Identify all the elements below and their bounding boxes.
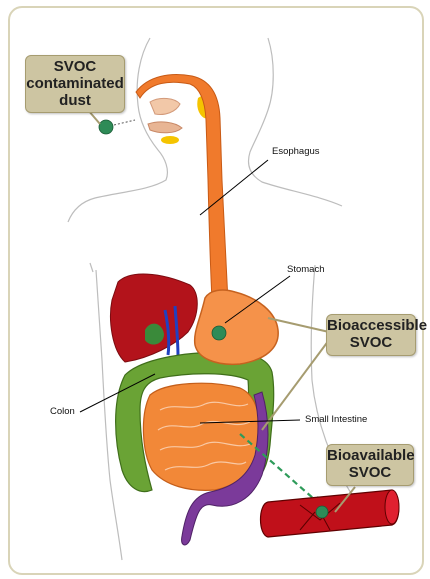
esophagus bbox=[136, 75, 228, 305]
liver bbox=[111, 274, 198, 362]
stomach-label: Stomach bbox=[287, 264, 325, 275]
dust-callout: SVOC contaminated dust bbox=[25, 55, 125, 113]
colon-label: Colon bbox=[50, 406, 75, 417]
mouth-nose-area bbox=[148, 98, 182, 144]
stomach bbox=[195, 290, 279, 364]
stomach-particle-icon bbox=[212, 326, 226, 340]
dust-particle-icon bbox=[99, 120, 113, 134]
bioavailable-callout: Bioavailable SVOC bbox=[326, 444, 414, 486]
bioaccessible-callout: Bioaccessible SVOC bbox=[326, 314, 416, 356]
esophagus-label: Esophagus bbox=[272, 146, 320, 157]
blood-vessel bbox=[261, 490, 400, 537]
small-intestine-label: Small Intestine bbox=[305, 414, 367, 425]
blood-particle-icon bbox=[316, 506, 328, 518]
